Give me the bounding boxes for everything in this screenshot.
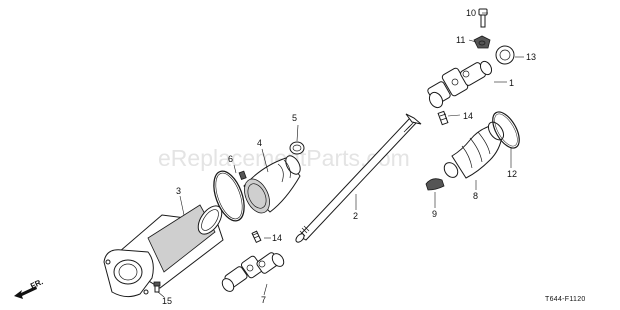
part-1-universal-joint[interactable] — [427, 59, 494, 109]
part-2-drive-shaft[interactable] — [294, 113, 422, 244]
callout-12: 12 — [507, 169, 517, 179]
part-15-bolt[interactable] — [153, 281, 161, 293]
part-6-band-clamp[interactable] — [208, 167, 250, 225]
front-direction-arrow: FR. — [14, 277, 45, 299]
part-8-boot[interactable] — [441, 119, 506, 180]
part-14-pin-upper[interactable] — [437, 110, 449, 126]
part-7-universal-joint[interactable] — [220, 251, 286, 293]
part-3-housing-tube[interactable] — [103, 202, 227, 298]
callout-8: 8 — [473, 191, 478, 201]
part-4-boot[interactable] — [239, 153, 303, 217]
callout-6: 6 — [228, 154, 233, 164]
callout-2: 2 — [353, 211, 358, 221]
leader-lines — [157, 12, 524, 298]
callout-7: 7 — [261, 295, 266, 305]
part-9-clip[interactable] — [425, 178, 445, 191]
callout-14-lower: 14 — [272, 233, 282, 243]
callout-1: 1 — [509, 78, 514, 88]
part-11-nut[interactable] — [473, 35, 491, 49]
callout-3: 3 — [176, 186, 181, 196]
part-5-ring[interactable] — [289, 141, 305, 155]
callout-14-upper: 14 — [463, 111, 473, 121]
part-10-bolt[interactable] — [478, 8, 488, 28]
callout-11: 11 — [456, 35, 465, 45]
part-13-seal[interactable] — [495, 45, 515, 65]
callout-9: 9 — [432, 209, 437, 219]
front-direction-label: FR. — [29, 277, 44, 291]
callout-13: 13 — [526, 52, 536, 62]
callout-5: 5 — [292, 113, 297, 123]
callout-4: 4 — [257, 138, 262, 148]
callout-15: 15 — [162, 296, 172, 306]
diagram-code: T644-F1120 — [545, 296, 586, 303]
callout-10: 10 — [466, 8, 476, 18]
part-12-band[interactable] — [487, 108, 524, 153]
part-14-pin-lower[interactable] — [251, 230, 262, 244]
